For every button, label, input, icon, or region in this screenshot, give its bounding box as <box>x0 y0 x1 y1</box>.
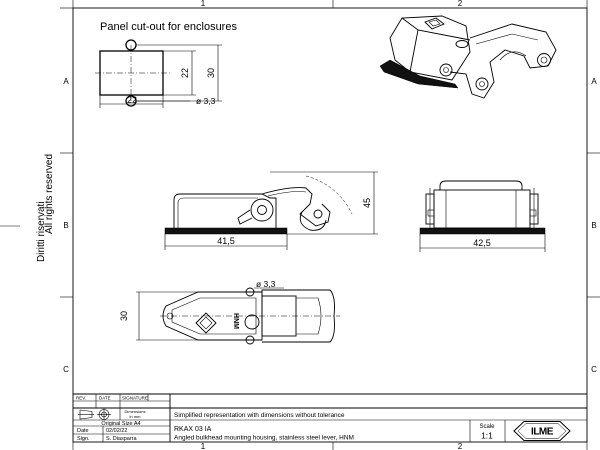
grid-row-c-right: C <box>591 365 597 374</box>
grid-col-2-bottom: 2 <box>458 442 463 450</box>
dimensions-label-line2: in mm <box>130 414 142 419</box>
grid-row-b-right: B <box>591 221 596 230</box>
grid-row-a-left: A <box>63 77 69 86</box>
title-block-lines <box>73 393 587 442</box>
front-view <box>164 171 378 250</box>
dimensions-label-line1: Dimensions <box>125 409 146 414</box>
cutout-height-outer-label: 30 <box>206 68 216 78</box>
scale-value: 1:1 <box>481 431 493 441</box>
sign-value: S. Diasparra <box>106 436 138 442</box>
signature-header: SIGNATURE <box>122 396 148 401</box>
part-description: Angled bulkhead mounting housing, stainl… <box>174 435 354 442</box>
grid-row-c-left: C <box>63 365 69 374</box>
date-header: DATE <box>99 396 111 401</box>
cutout-title: Panel cut-out for enclosures <box>100 21 237 33</box>
isometric-housing-view <box>379 15 557 99</box>
side-width-label: 42,5 <box>473 238 491 248</box>
front-height-label: 45 <box>362 198 372 208</box>
logo-text: ILME <box>531 427 554 438</box>
original-size: Original Size A4 <box>101 421 140 427</box>
side-note-english: All rights reserved <box>44 153 55 234</box>
panel-cutout-view <box>95 39 222 108</box>
cutout-height-inner-label: 22 <box>180 68 190 78</box>
tolerance-note: Simplified representation with dimension… <box>174 412 345 419</box>
scale-label: Scale <box>479 424 495 430</box>
top-height-label: 30 <box>119 311 129 321</box>
front-width-label: 41,5 <box>217 236 235 246</box>
date-value: 02/02/22 <box>106 428 127 434</box>
cutout-width-label: 22 <box>127 95 137 105</box>
grid-col-2-top: 2 <box>458 0 463 8</box>
part-number: RKAX 03 IA <box>174 426 212 433</box>
projection-symbol-icon <box>78 408 111 420</box>
grid-col-1-bottom: 1 <box>201 442 206 450</box>
grid-row-b-left: B <box>63 221 68 230</box>
side-view <box>419 180 546 252</box>
grid-row-a-right: A <box>591 77 597 86</box>
top-view-emblem-text: HNM <box>232 313 239 329</box>
top-view <box>136 287 340 345</box>
date-caption: Date <box>77 428 89 434</box>
top-hole-label: ø 3,3 <box>256 279 276 289</box>
cutout-hole-label: ø 3,3 <box>196 96 216 106</box>
ilme-logo-icon: ILME <box>513 421 571 441</box>
rev-header: REV. <box>76 396 86 401</box>
sign-caption: Sign. <box>77 436 90 442</box>
grid-col-1-top: 1 <box>201 0 206 8</box>
